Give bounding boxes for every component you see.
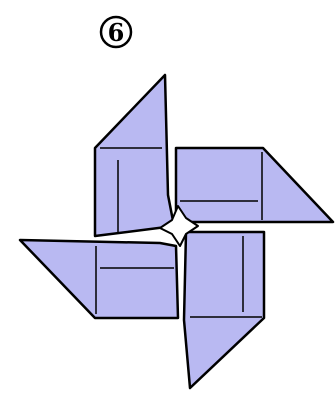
flap-left bbox=[20, 240, 178, 318]
flap-top bbox=[95, 75, 174, 236]
flap-bottom bbox=[184, 232, 264, 388]
flap-right bbox=[176, 148, 333, 222]
step-number-badge: 6 bbox=[101, 17, 131, 47]
step-number-text: 6 bbox=[108, 18, 125, 47]
pinwheel bbox=[20, 75, 333, 388]
